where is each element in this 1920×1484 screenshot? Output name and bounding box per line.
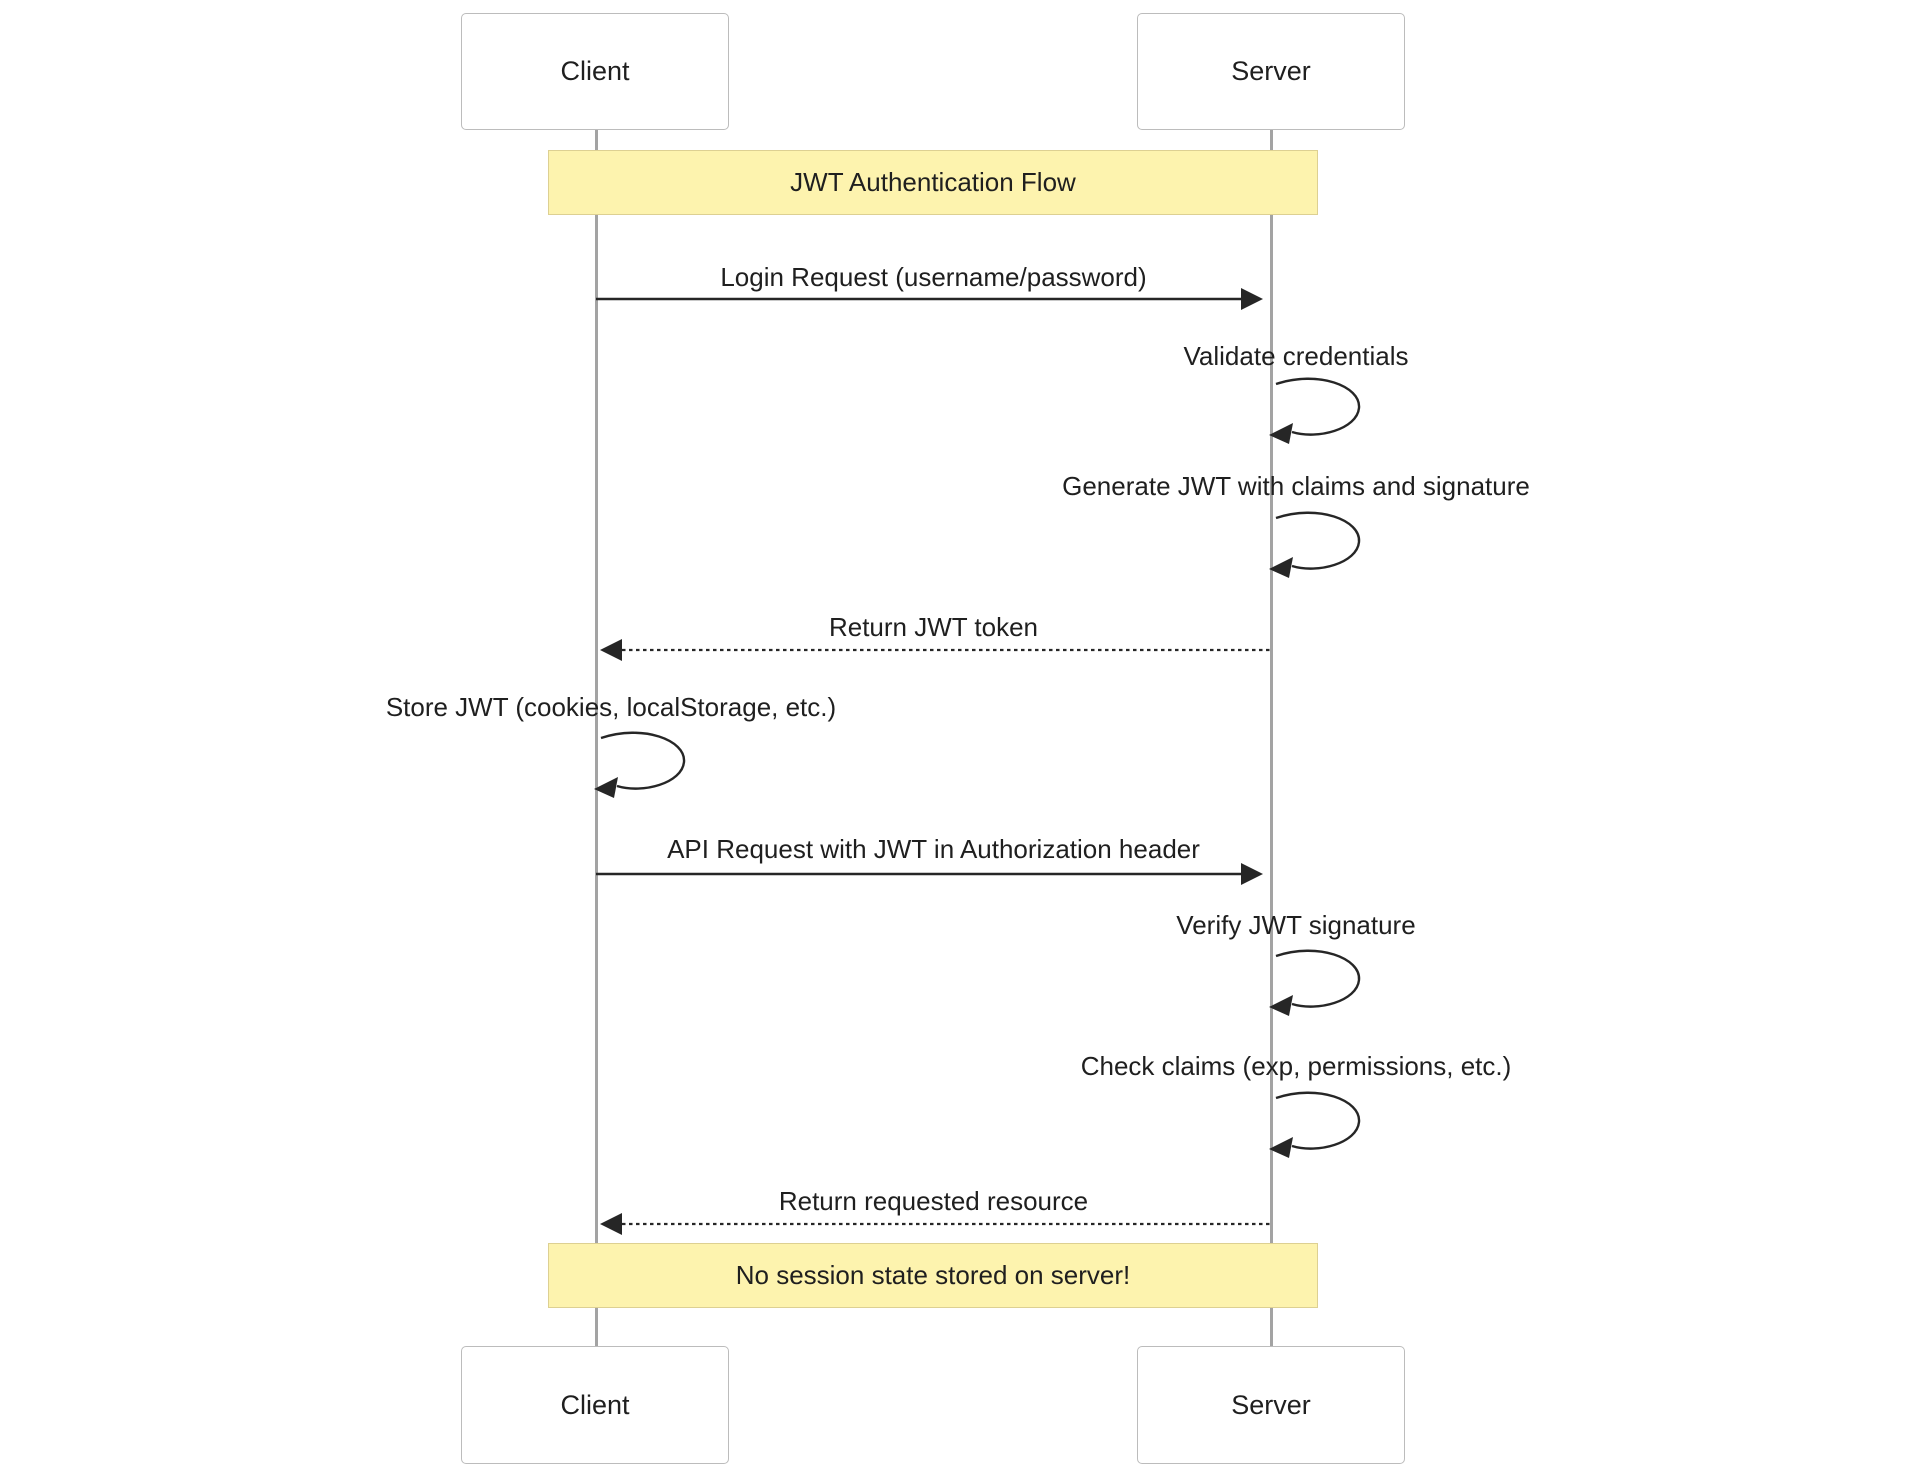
arrowhead-left-icon xyxy=(1269,557,1293,578)
message-3-label: Return JWT token xyxy=(828,612,1039,642)
actor-box-server-bottom: Server xyxy=(1137,1346,1405,1464)
message-0-label: Login Request (username/password) xyxy=(720,262,1147,292)
message-7-label: Check claims (exp, permissions, etc.) xyxy=(1080,1051,1512,1081)
actor-box-server-top: Server xyxy=(1137,13,1405,130)
arrowhead-left-icon xyxy=(1269,1137,1293,1158)
message-8-label: Return requested resource xyxy=(778,1186,1089,1216)
message-0-arrow xyxy=(596,288,1263,310)
message-6-label: Verify JWT signature xyxy=(1176,910,1416,940)
arrowhead-left-icon xyxy=(1269,423,1293,444)
message-5-label: API Request with JWT in Authorization he… xyxy=(667,834,1200,864)
message-4-self-loop xyxy=(594,731,686,798)
message-6-self-loop xyxy=(1269,949,1361,1016)
note-footer: No session state stored on server! xyxy=(548,1243,1318,1308)
message-2-self-loop xyxy=(1269,511,1361,578)
arrowhead-left-icon xyxy=(600,1213,622,1235)
arrowhead-left-icon xyxy=(1269,995,1293,1016)
note-title: JWT Authentication Flow xyxy=(548,150,1318,215)
loop-curve xyxy=(1275,377,1361,436)
arrowhead-left-icon xyxy=(600,639,622,661)
lifeline-server xyxy=(1270,130,1273,1346)
loop-curve xyxy=(1275,949,1361,1008)
message-3-arrow xyxy=(600,639,1271,661)
message-1-label: Validate credentials xyxy=(1183,341,1409,371)
message-1-self-loop xyxy=(1269,377,1361,444)
arrowhead-left-icon xyxy=(594,777,618,798)
message-7-self-loop xyxy=(1269,1091,1361,1158)
actor-box-client-top: Client xyxy=(461,13,729,130)
message-4-label: Store JWT (cookies, localStorage, etc.) xyxy=(385,692,837,722)
arrowhead-right-icon xyxy=(1241,288,1263,310)
loop-curve xyxy=(600,731,686,790)
message-2-label: Generate JWT with claims and signature xyxy=(1062,471,1530,501)
loop-curve xyxy=(1275,1091,1361,1150)
message-8-arrow xyxy=(600,1213,1271,1235)
actor-box-client-bottom: Client xyxy=(461,1346,729,1464)
message-5-arrow xyxy=(596,863,1263,885)
loop-curve xyxy=(1275,511,1361,570)
arrowhead-right-icon xyxy=(1241,863,1263,885)
lifeline-client xyxy=(595,130,598,1346)
